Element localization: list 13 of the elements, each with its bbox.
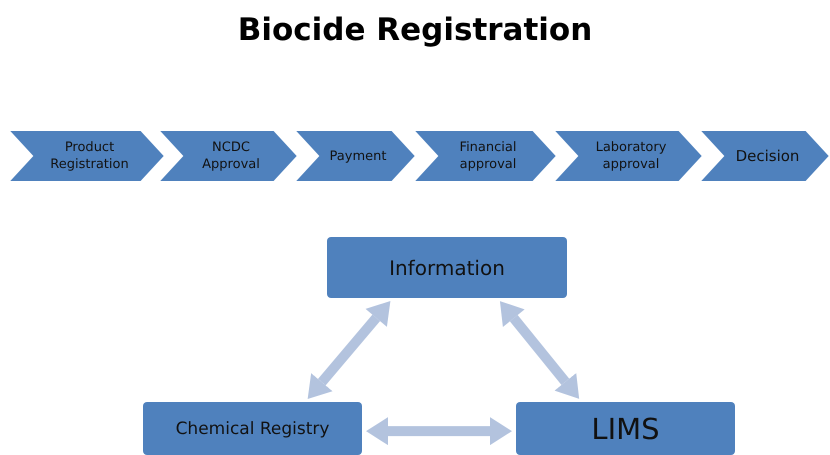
double-arrow [500,301,580,399]
process-box: Information [327,237,567,298]
chevron-step: Decision [699,130,830,182]
double-arrow [366,417,512,446]
chevron-step: NCDC Approval [158,130,298,182]
process-box: Chemical Registry [143,402,362,455]
double-arrow [308,301,390,399]
chevron-step: Payment [294,130,416,182]
diagram-title: Biocide Registration [236,12,594,48]
chevron-step: Laboratory approval [553,130,703,182]
process-box: LIMS [516,402,735,455]
chevron-step: Product Registration [8,130,165,182]
chevron-step: Financial approval [413,130,557,182]
